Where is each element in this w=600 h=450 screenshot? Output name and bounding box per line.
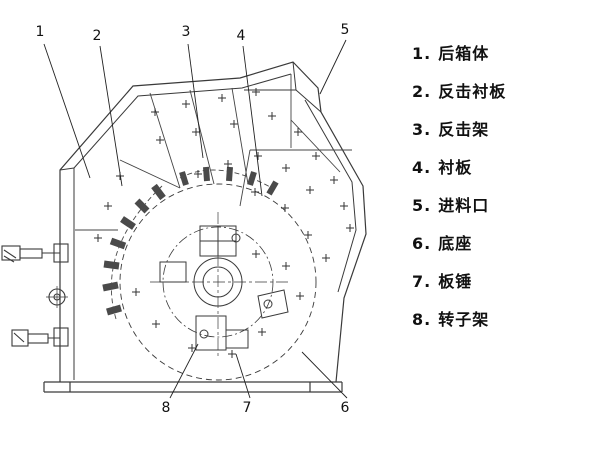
impact-liner-top (179, 166, 279, 196)
legend-label: 反击架 (438, 120, 490, 139)
legend-item-3: 3. 反击架 (412, 120, 506, 158)
legend-number: 8. (412, 310, 432, 329)
legend-item-2: 2. 反击衬板 (412, 82, 506, 120)
drive-shafts (1, 243, 69, 347)
callout-4: 4 (236, 28, 246, 44)
rotor-assembly (119, 183, 317, 381)
legend-number: 6. (412, 234, 432, 253)
legend-number: 3. (412, 120, 432, 139)
legend-label: 板锤 (438, 272, 473, 291)
internal-panels (75, 74, 352, 231)
legend-item-1: 1. 后箱体 (412, 44, 506, 82)
legend-item-8: 8. 转子架 (412, 310, 506, 348)
legend-item-6: 6. 底座 (412, 234, 506, 272)
housing-outline (43, 61, 367, 393)
callout-3: 3 (181, 24, 191, 40)
legend: 1.后箱体 2.反击衬板 3.反击架 4.衬板 5.进料口 6.底座 7.板锤 … (412, 44, 506, 348)
legend-number: 5. (412, 196, 432, 215)
legend-label: 底座 (438, 234, 473, 253)
legend-label: 反击衬板 (438, 82, 507, 101)
legend-item-4: 4. 衬板 (412, 158, 506, 196)
legend-label: 衬板 (438, 158, 473, 177)
legend-number: 4. (412, 158, 432, 177)
legend-item-5: 5. 进料口 (412, 196, 506, 234)
legend-item-7: 7. 板锤 (412, 272, 506, 310)
callout-5: 5 (340, 22, 350, 38)
legend-label: 后箱体 (438, 44, 490, 63)
callout-1: 1 (35, 24, 45, 40)
impact-liner-left (102, 183, 166, 320)
legend-number: 2. (412, 82, 432, 101)
legend-label: 转子架 (438, 310, 490, 329)
legend-label: 进料口 (438, 196, 490, 215)
callout-8: 8 (161, 400, 171, 416)
legend-number: 7. (412, 272, 432, 291)
crusher-diagram (1, 39, 367, 399)
legend-number: 1. (412, 44, 432, 63)
callout-2: 2 (92, 28, 102, 44)
callout-7: 7 (242, 400, 252, 416)
callout-6: 6 (340, 400, 350, 416)
leader-lines (43, 39, 348, 399)
